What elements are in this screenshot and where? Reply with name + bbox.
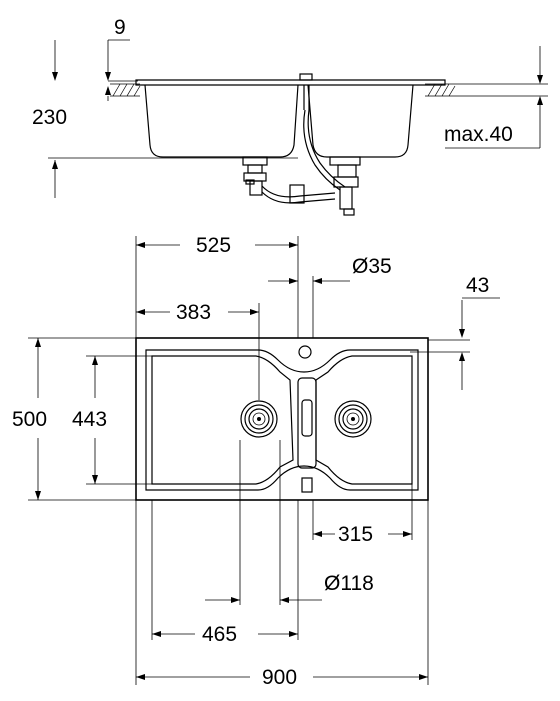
right-drain: [334, 400, 372, 438]
tap-edge-label: 43: [466, 274, 489, 297]
worktop-left-hatch: [110, 83, 141, 97]
sink-rim: [135, 79, 446, 86]
overflow-outlet: [301, 477, 313, 493]
overflow-slot: [301, 399, 313, 437]
trap-pipe: [261, 185, 336, 198]
drain-diameter-label: Ø118: [324, 572, 374, 595]
left-drain-offset-label: 383: [176, 301, 211, 324]
tap-hole: [298, 345, 312, 359]
right-bowl: [315, 355, 413, 485]
trap-connector: [289, 184, 305, 204]
left-bowl: [151, 355, 294, 485]
rim-thickness-label: 9: [114, 16, 126, 39]
right-bowl-offset-label: 315: [338, 523, 373, 546]
left-drain-fitting: [242, 156, 268, 196]
left-bowl-width-label: 465: [202, 623, 237, 646]
depth-label: 500: [12, 408, 47, 431]
inner-depth-label: 443: [72, 408, 107, 431]
overall-width-label: 900: [262, 666, 297, 689]
right-bowl-profile: [307, 84, 414, 158]
tap-hole-label: Ø35: [352, 255, 392, 278]
faucet-offset-label: 525: [196, 234, 231, 257]
inner-rim: [145, 349, 419, 491]
bowl-divider: [297, 377, 317, 469]
right-drain-fitting: [329, 156, 361, 216]
worktop-max-label: max.40: [444, 123, 513, 146]
left-drain: [240, 400, 278, 438]
overflow-hose: [303, 109, 341, 191]
plan-view: 525 Ø35 43 383 500: [12, 234, 500, 689]
worktop-right-hatch: [425, 83, 456, 97]
sink-outline: [135, 337, 429, 501]
side-view: 9 230 max.40: [32, 16, 548, 216]
height-label: 230: [32, 106, 67, 129]
tap-fitting: [299, 73, 313, 81]
left-bowl-profile: [144, 84, 299, 158]
